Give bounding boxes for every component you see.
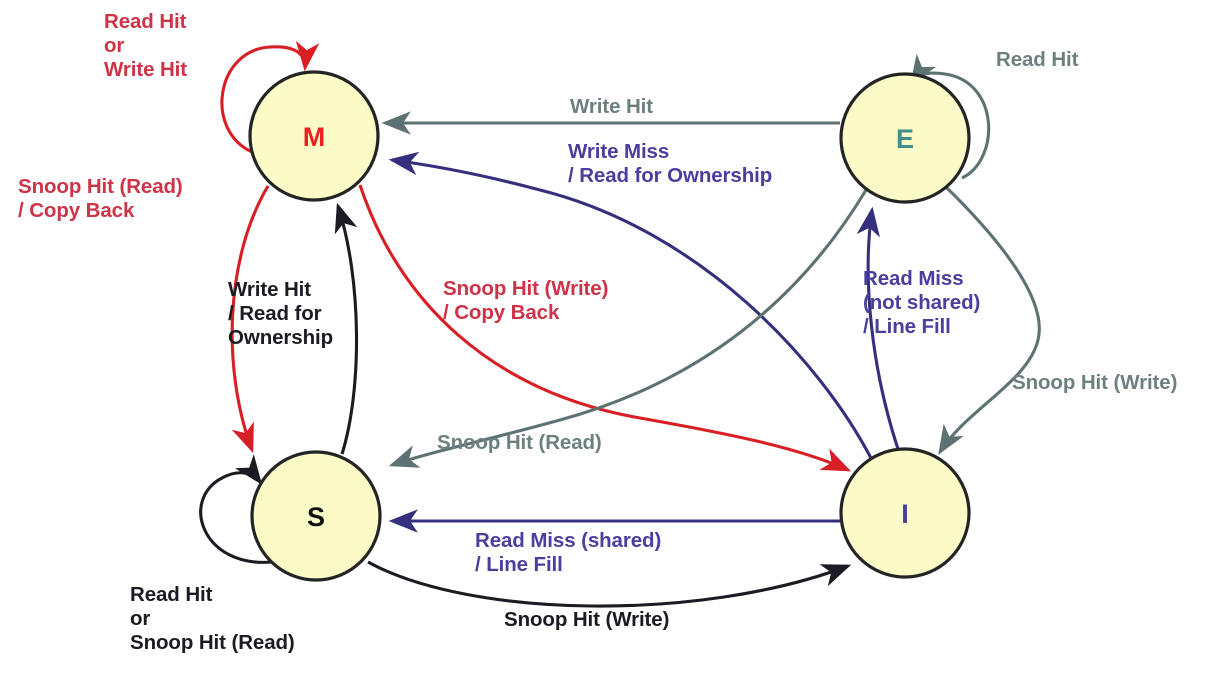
edge-i-to-m	[388, 151, 874, 461]
edge-label-m-to-s: Snoop Hit (Read) / Copy Back	[18, 175, 183, 222]
node-i[interactable]: I	[839, 447, 971, 579]
edge-label-e-to-i: Snoop Hit (Write)	[1012, 371, 1178, 394]
edge-s-to-i	[367, 560, 852, 608]
edge-i-to-e	[856, 206, 900, 450]
edge-e-to-s	[388, 189, 868, 468]
node-i-label: I	[901, 499, 909, 529]
edge-label-s-self: Read Hit or Snoop Hit (Read)	[130, 583, 295, 654]
node-m[interactable]: M	[248, 70, 380, 202]
node-m-label: M	[303, 122, 326, 152]
edge-label-i-to-m: Write Miss / Read for Ownership	[568, 140, 773, 187]
edge-s-to-m	[334, 202, 359, 455]
edge-label-e-to-m: Write Hit	[570, 95, 654, 118]
node-s-label: S	[307, 502, 325, 532]
node-e[interactable]: E	[839, 72, 971, 204]
edge-label-s-to-i: Snoop Hit (Write)	[504, 608, 670, 631]
node-e-label: E	[896, 124, 914, 154]
edge-label-e-to-s: Snoop Hit (Read)	[437, 431, 602, 454]
edge-m-self	[220, 40, 320, 154]
edge-label-m-self: Read Hit or Write Hit	[104, 10, 188, 81]
edge-m-to-s	[230, 185, 270, 454]
edge-label-s-to-m: Write Hit / Read for Ownership	[228, 278, 334, 349]
edge-label-m-to-i: Snoop Hit (Write) / Copy Back	[443, 277, 609, 324]
node-s[interactable]: S	[250, 450, 382, 582]
edge-s-self	[199, 454, 273, 564]
edge-label-i-to-e: Read Miss (not shared) / Line Fill	[863, 267, 981, 338]
edge-label-i-to-s: Read Miss (shared) / Line Fill	[475, 529, 662, 576]
edge-label-e-self: Read Hit	[996, 48, 1079, 71]
edge-e-to-i	[938, 186, 1041, 455]
